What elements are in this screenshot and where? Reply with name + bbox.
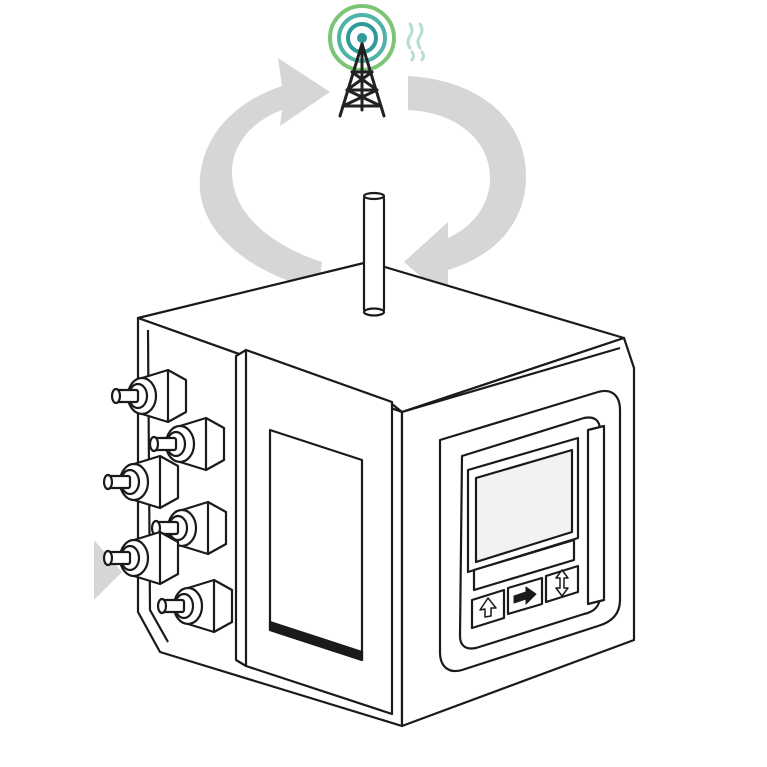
cycle-arrows [94,58,526,600]
cable-gland [148,416,226,472]
cable-gland [110,368,188,424]
cycle-arrow-right [404,76,526,300]
keypad [470,564,580,630]
arrow-up-down-icon [555,569,569,597]
handle-slot [586,424,606,606]
arrow-right-icon [513,586,537,605]
radio-tower-icon [328,4,425,118]
button-updown[interactable] [544,564,580,604]
label-strip [472,538,576,592]
cable-gland [156,578,234,634]
cable-gland [150,500,228,556]
cable-gland [102,530,180,586]
device-left-rim [146,329,169,643]
cycle-arrow-left [199,58,330,290]
gland-tube-end [156,597,168,615]
fittings [102,368,234,634]
side-window-shadow [268,620,364,662]
gland-tube-end [110,387,122,405]
signal-center [357,33,367,43]
side-arrow-tip [94,540,122,600]
lcd-screen [474,448,574,564]
button-up[interactable] [470,588,506,630]
wave-marks [406,22,425,62]
antenna [362,191,386,317]
arrow-up-icon [479,597,497,618]
button-enter[interactable] [506,576,544,616]
device [102,191,636,728]
cable-gland [102,454,180,510]
device-front-rim [391,346,621,414]
gland-tube-end [102,549,114,567]
gland-tube-end [148,435,160,453]
gland-tube-end [102,473,114,491]
